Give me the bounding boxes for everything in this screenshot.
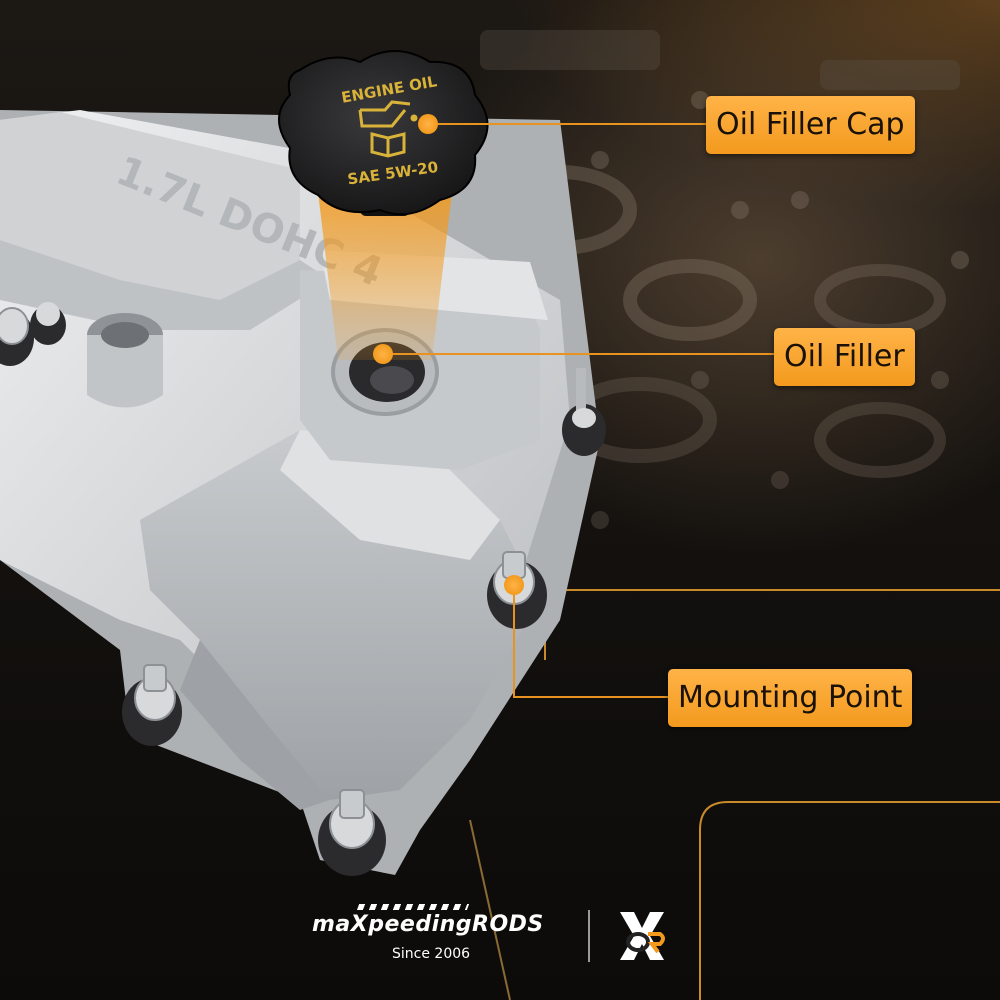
mounting-point-label: Mounting Point [668,669,913,727]
checkered-flag-icon [356,904,470,910]
oil-filler-label: Oil Filler [774,328,915,386]
valve-cover: 1.7L DOHC 4 [0,110,600,875]
callout-leaders [373,114,774,698]
projection-beam [318,192,452,360]
bolt-mount-point [487,551,547,629]
brand-footer: maXpeedingRODS Since 2006 [300,904,720,968]
bolt-right [562,368,606,456]
bolt-lower-left [122,664,182,746]
mount-marker-dot [504,575,524,595]
brand-logo-text: maXpeedingRODS [312,912,544,937]
brand-x-mark-icon [620,912,665,960]
cap-marker-dot [418,114,438,134]
engine-background [480,30,969,529]
filler-marker-dot [373,344,393,364]
decor-line-2 [699,801,1000,1000]
oil-filler-cap-label: Oil Filler Cap [706,96,915,154]
brand-since-text: Since 2006 [392,946,471,962]
mounting-bolts [0,302,606,876]
brand-divider [588,910,590,962]
oil-filler-cap: ENGINE OIL SAE 5W-20 [278,50,489,216]
bolt-upper-left [0,302,66,366]
bolt-bottom [318,789,386,876]
oil-can-icon [358,100,418,128]
manual-book-icon [370,132,406,158]
